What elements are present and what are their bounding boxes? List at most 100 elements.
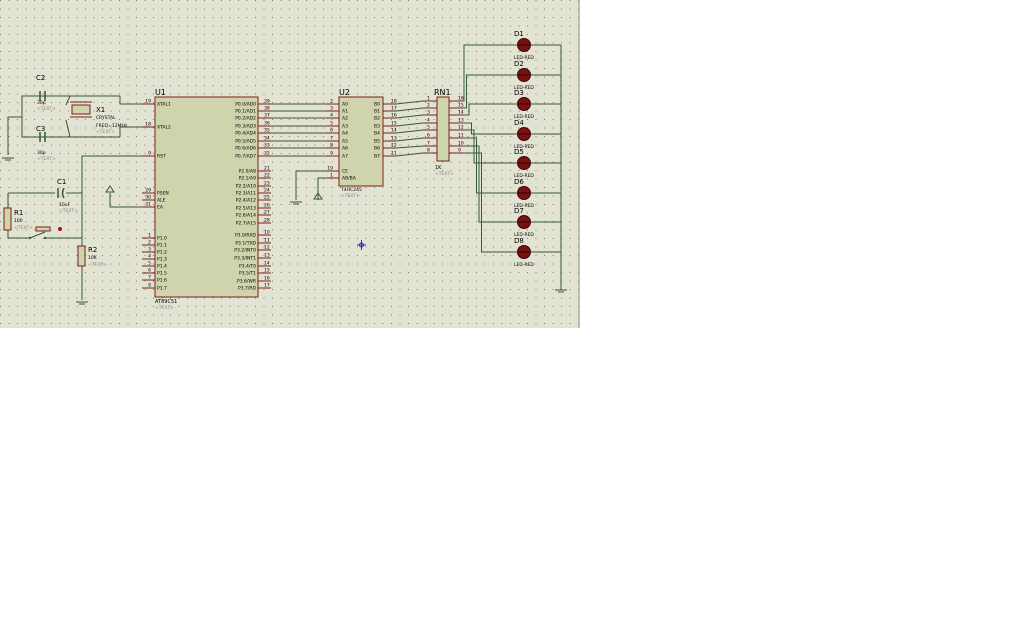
u1-pin-name: P0.2/AD2 [235, 116, 256, 122]
led-7[interactable] [514, 215, 561, 229]
u1-pin-number: 25 [264, 195, 270, 201]
u2-pin-number: 12 [391, 143, 397, 149]
led-2[interactable] [514, 68, 561, 82]
u1-pin-name: P1.3 [157, 257, 167, 263]
u2-pin-name: B0 [374, 102, 380, 108]
u1-pin-name: XTAL1 [157, 102, 171, 108]
led-type: LED-RED [514, 262, 534, 268]
u2-power-icon [313, 192, 323, 200]
u2-rn1-wire [395, 145, 424, 149]
c3-ref: C3 [36, 125, 45, 133]
u2-pin-number: 3 [330, 106, 333, 112]
r2-value: 10K [88, 255, 98, 261]
led-ref: D1 [514, 30, 524, 38]
u1-pin-name: P1.5 [157, 271, 167, 277]
led-1[interactable] [514, 38, 561, 52]
u2-pin-number: 16 [391, 113, 397, 119]
u2-pin-name: A3 [342, 124, 348, 130]
u1-pin-name: P3.2/INT0 [234, 248, 256, 254]
u1-pin-name: P0.6/AD6 [235, 146, 256, 152]
u1-pin-name: P3.7/RD [238, 286, 257, 292]
capacitor-c3[interactable] [39, 132, 46, 142]
resistor-r1[interactable] [3, 207, 12, 231]
u1-pin-name: RST [157, 154, 166, 160]
u2-pin-name: A7 [342, 154, 348, 160]
led-ref: D4 [514, 119, 524, 127]
c1-text: <TEXT> [59, 208, 78, 214]
rn1-pin-number: 8 [427, 148, 430, 154]
u2-pin-name: B6 [374, 146, 380, 152]
led-ref: D7 [514, 207, 524, 215]
u2-pin-number: 13 [391, 136, 397, 142]
labels: U1AT89C51<TEXT>19XTAL118XTAL29RST29PSEN3… [14, 30, 534, 311]
u1-pin-number: 23 [264, 181, 270, 187]
u2-pin-number: 9 [330, 151, 333, 157]
components [2, 38, 567, 305]
rn1-pin-number: 4 [427, 118, 430, 124]
led-5[interactable] [514, 156, 561, 170]
led-ground-icon [555, 289, 567, 293]
u1-pin-name: P1.0 [157, 236, 167, 242]
rn1-pin-number: 15 [458, 103, 464, 109]
r1-bottom-wire [7, 230, 30, 239]
xtal1-wire [119, 96, 142, 105]
u1-pin-name: P1.4 [157, 264, 167, 270]
u2-pin-name: A6 [342, 146, 348, 152]
u2-pin-name: B5 [374, 139, 380, 145]
u2-text: <TEXT> [341, 193, 360, 199]
crystal-x1[interactable] [70, 101, 92, 118]
x1-type: CRYSTAL [96, 115, 116, 121]
u2-rn1-wire [395, 114, 424, 119]
u1-pin-number: 26 [264, 203, 270, 209]
u1-pin-number: 30 [145, 195, 151, 201]
u1-pin-name: P3.0/RXD [235, 233, 257, 239]
u1-pin-number: 19 [145, 99, 151, 105]
c2-ref: C2 [36, 74, 45, 82]
u2-part: 74HC245 [341, 187, 362, 193]
x1-bot-lead [65, 119, 71, 138]
u1-pin-number: 16 [264, 276, 270, 282]
led-8[interactable] [514, 245, 561, 259]
u1-pin-number: 32 [264, 151, 270, 157]
u1-pin-name: PSEN [157, 191, 169, 197]
c2-value: 30p [37, 100, 46, 106]
capacitor-c1[interactable] [57, 187, 65, 199]
reset-ground-icon [76, 301, 88, 305]
led-type: LED-RED [514, 203, 534, 209]
u1-pin-name: P2.5/A13 [236, 206, 256, 212]
rn1-body[interactable] [436, 96, 450, 162]
sheet-grid [0, 0, 580, 328]
u2-pin-name: B3 [374, 124, 380, 130]
reset-button[interactable] [28, 226, 62, 240]
u1-pin-name: P2.1/A9 [239, 176, 256, 182]
u2-pin-name: B1 [374, 109, 380, 115]
led-6[interactable] [514, 186, 561, 200]
u2-pin-number: 15 [391, 121, 397, 127]
rn1-value: 1K [435, 165, 442, 171]
u1-pin-name: P2.7/A15 [236, 221, 256, 227]
u2-pin-name: CE [342, 169, 348, 175]
resistor-r2[interactable] [77, 245, 86, 267]
led-type: LED-RED [514, 85, 534, 91]
capacitor-c2[interactable] [39, 91, 46, 101]
c2-text: <TEXT> [37, 106, 56, 112]
u1-pin-number: 33 [264, 143, 270, 149]
u1-pin-number: 22 [264, 173, 270, 179]
u2-pin-number: 11 [391, 151, 397, 157]
u2-rn1-wire [395, 129, 424, 134]
u2-pin-name: AB/BA [342, 176, 357, 182]
led-4[interactable] [514, 127, 561, 141]
c3-text: <TEXT> [37, 156, 56, 162]
u2-pin-number: 8 [330, 143, 333, 149]
schematic-svg[interactable]: U1AT89C51<TEXT>19XTAL118XTAL29RST29PSEN3… [0, 0, 580, 328]
cap-ground-drop [7, 116, 22, 155]
u1-pin-number: 28 [264, 218, 270, 224]
u2-ref: U2 [339, 88, 350, 97]
led-3[interactable] [514, 97, 561, 111]
rn1-pin-number: 6 [427, 133, 430, 139]
u1-body[interactable] [154, 96, 259, 298]
u1-pin-name: ALE [157, 198, 166, 204]
led-type: LED-RED [514, 232, 534, 238]
u1-pin-number: 27 [264, 210, 270, 216]
